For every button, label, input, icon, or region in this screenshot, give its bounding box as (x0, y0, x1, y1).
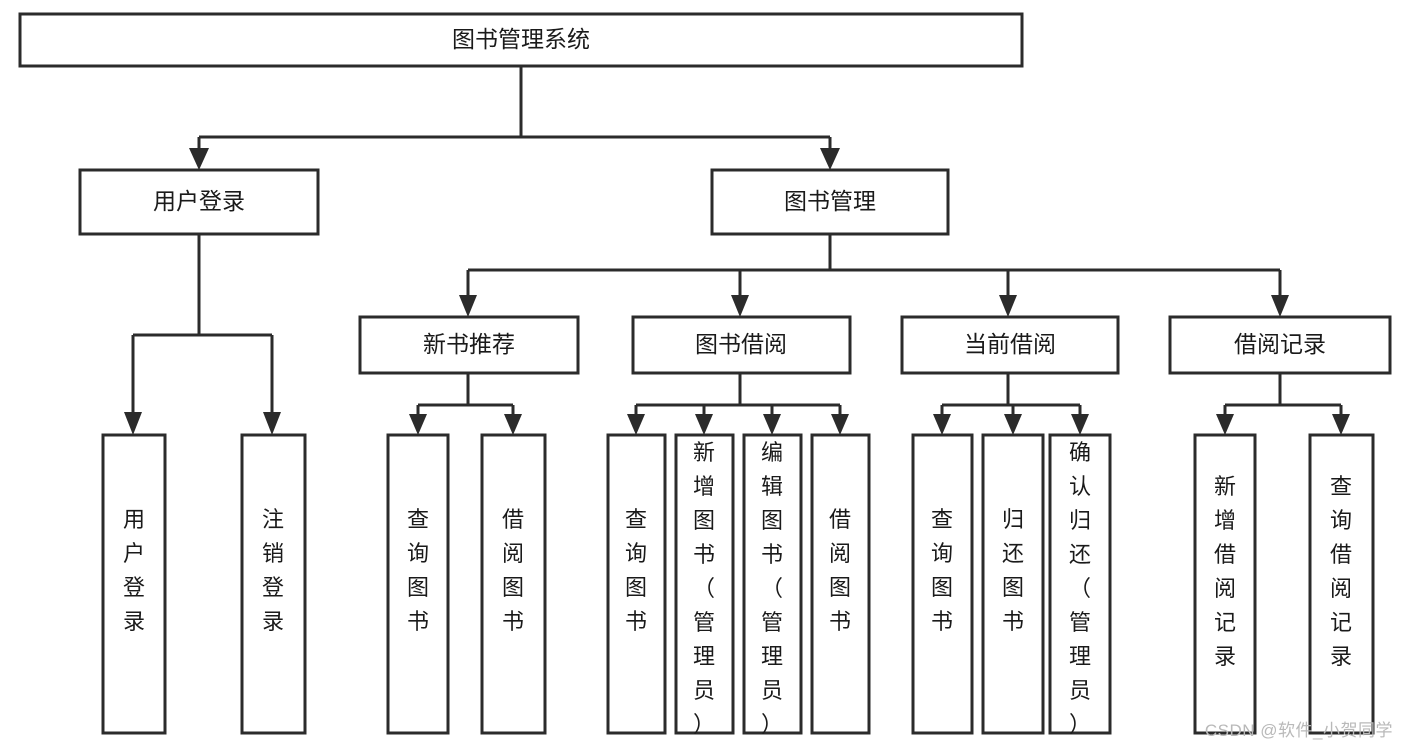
leaf-user-login[interactable]: 用户登录 (101, 433, 167, 735)
leaf-return-book[interactable]: 归还图书 (981, 433, 1045, 735)
arrow-borrow-record (1271, 295, 1289, 317)
leaf-borrow-book[interactable]: 借阅图书 (810, 433, 871, 735)
arrow-borrow-leaf3 (763, 414, 781, 435)
leaf-label-query-book-borrow: 查询图书 (625, 507, 647, 634)
current-borrow-label: 当前借阅 (964, 331, 1056, 357)
leaf-box[interactable] (810, 433, 871, 735)
leaf-query-book-current[interactable]: 查询图书 (911, 433, 974, 735)
arrow-rec-leaf1 (409, 414, 427, 435)
book-management-box[interactable] (710, 168, 950, 236)
leaf-label-add-book-admin: 新增图书（管理员） (693, 440, 715, 737)
arrow-borrow-leaf4 (831, 414, 849, 435)
leaf-label-borrow-book: 借阅图书 (829, 507, 851, 634)
node-root[interactable]: 图书管理系统 (18, 12, 1024, 68)
leaf-box[interactable] (742, 433, 803, 735)
book-borrow-label: 图书借阅 (695, 331, 787, 357)
node-borrow-record[interactable]: 借阅记录 (1168, 315, 1392, 375)
leaf-label-logout-login: 注销登录 (262, 507, 284, 634)
leaf-box[interactable] (911, 433, 974, 735)
arrow-current-borrow (999, 295, 1017, 317)
leaf-box[interactable] (386, 433, 450, 735)
leaf-query-borrow-record[interactable]: 查询借阅记录 (1308, 433, 1375, 735)
book-borrow-box[interactable] (631, 315, 852, 375)
arrow-record-leaf2 (1332, 414, 1350, 435)
arrow-new-book-rec (459, 295, 477, 317)
borrow-record-label: 借阅记录 (1234, 331, 1326, 357)
node-book-management[interactable]: 图书管理 (710, 168, 950, 236)
leaf-label-confirm-return-admin: 确认归还（管理员） (1069, 440, 1091, 737)
leaf-query-book-borrow[interactable]: 查询图书 (606, 433, 667, 735)
user-login-label: 用户登录 (153, 188, 245, 214)
arrow-current-leaf2 (1004, 414, 1022, 435)
new-book-recommend-label: 新书推荐 (423, 331, 515, 357)
current-borrow-box[interactable] (900, 315, 1120, 375)
leaf-box[interactable] (480, 433, 547, 735)
node-book-borrow[interactable]: 图书借阅 (631, 315, 852, 375)
borrow-record-box[interactable] (1168, 315, 1392, 375)
leaf-edit-book-admin[interactable]: 编辑图书（管理员） (742, 433, 803, 737)
arrow-rec-leaf2 (504, 414, 522, 435)
leaf-label-user-login: 用户登录 (123, 507, 145, 634)
user-login-box[interactable] (78, 168, 320, 236)
leaf-add-book-admin[interactable]: 新增图书（管理员） (674, 433, 735, 737)
arrow-borrow-leaf2 (695, 414, 713, 435)
arrow-record-leaf1 (1216, 414, 1234, 435)
arrow-current-leaf1 (933, 414, 951, 435)
leaf-box[interactable] (606, 433, 667, 735)
leaf-box[interactable] (981, 433, 1045, 735)
leaf-add-borrow-record[interactable]: 新增借阅记录 (1193, 433, 1257, 735)
arrow-borrow-leaf1 (627, 414, 645, 435)
root-label: 图书管理系统 (452, 26, 590, 52)
leaf-label-query-borrow-record: 查询借阅记录 (1330, 474, 1352, 669)
leaf-box[interactable] (101, 433, 167, 735)
leaf-label-add-borrow-record: 新增借阅记录 (1214, 474, 1236, 669)
leaf-borrow-book-rec[interactable]: 借阅图书 (480, 433, 547, 735)
leaf-label-query-book-current: 查询图书 (931, 507, 953, 634)
leaf-box[interactable] (1308, 433, 1375, 735)
new-book-recommend-box[interactable] (358, 315, 580, 375)
leaf-confirm-return-admin[interactable]: 确认归还（管理员） (1048, 433, 1112, 737)
root-box[interactable] (18, 12, 1024, 68)
node-current-borrow[interactable]: 当前借阅 (900, 315, 1120, 375)
arrow-to-book-manage (820, 148, 840, 170)
leaf-label-edit-book-admin: 编辑图书（管理员） (761, 440, 783, 737)
arrow-book-borrow (731, 295, 749, 317)
leaf-label-borrow-book-rec: 借阅图书 (502, 507, 524, 634)
connector-layer (124, 66, 1350, 435)
arrow-to-user-login (189, 148, 209, 170)
node-user-login[interactable]: 用户登录 (78, 168, 320, 236)
leaf-box[interactable] (674, 433, 735, 735)
leaf-label-query-book-rec: 查询图书 (407, 507, 429, 634)
leaf-box[interactable] (1193, 433, 1257, 735)
leaf-query-book-rec[interactable]: 查询图书 (386, 433, 450, 735)
book-management-label: 图书管理 (784, 188, 876, 214)
leaf-box[interactable] (1048, 433, 1112, 735)
leaf-logout-login[interactable]: 注销登录 (240, 433, 307, 735)
node-new-book-recommend[interactable]: 新书推荐 (358, 315, 580, 375)
arrow-user-leaf2 (263, 412, 281, 435)
arrow-user-leaf1 (124, 412, 142, 435)
leaf-label-return-book: 归还图书 (1002, 507, 1024, 634)
leaf-box[interactable] (240, 433, 307, 735)
arrow-current-leaf3 (1071, 414, 1089, 435)
